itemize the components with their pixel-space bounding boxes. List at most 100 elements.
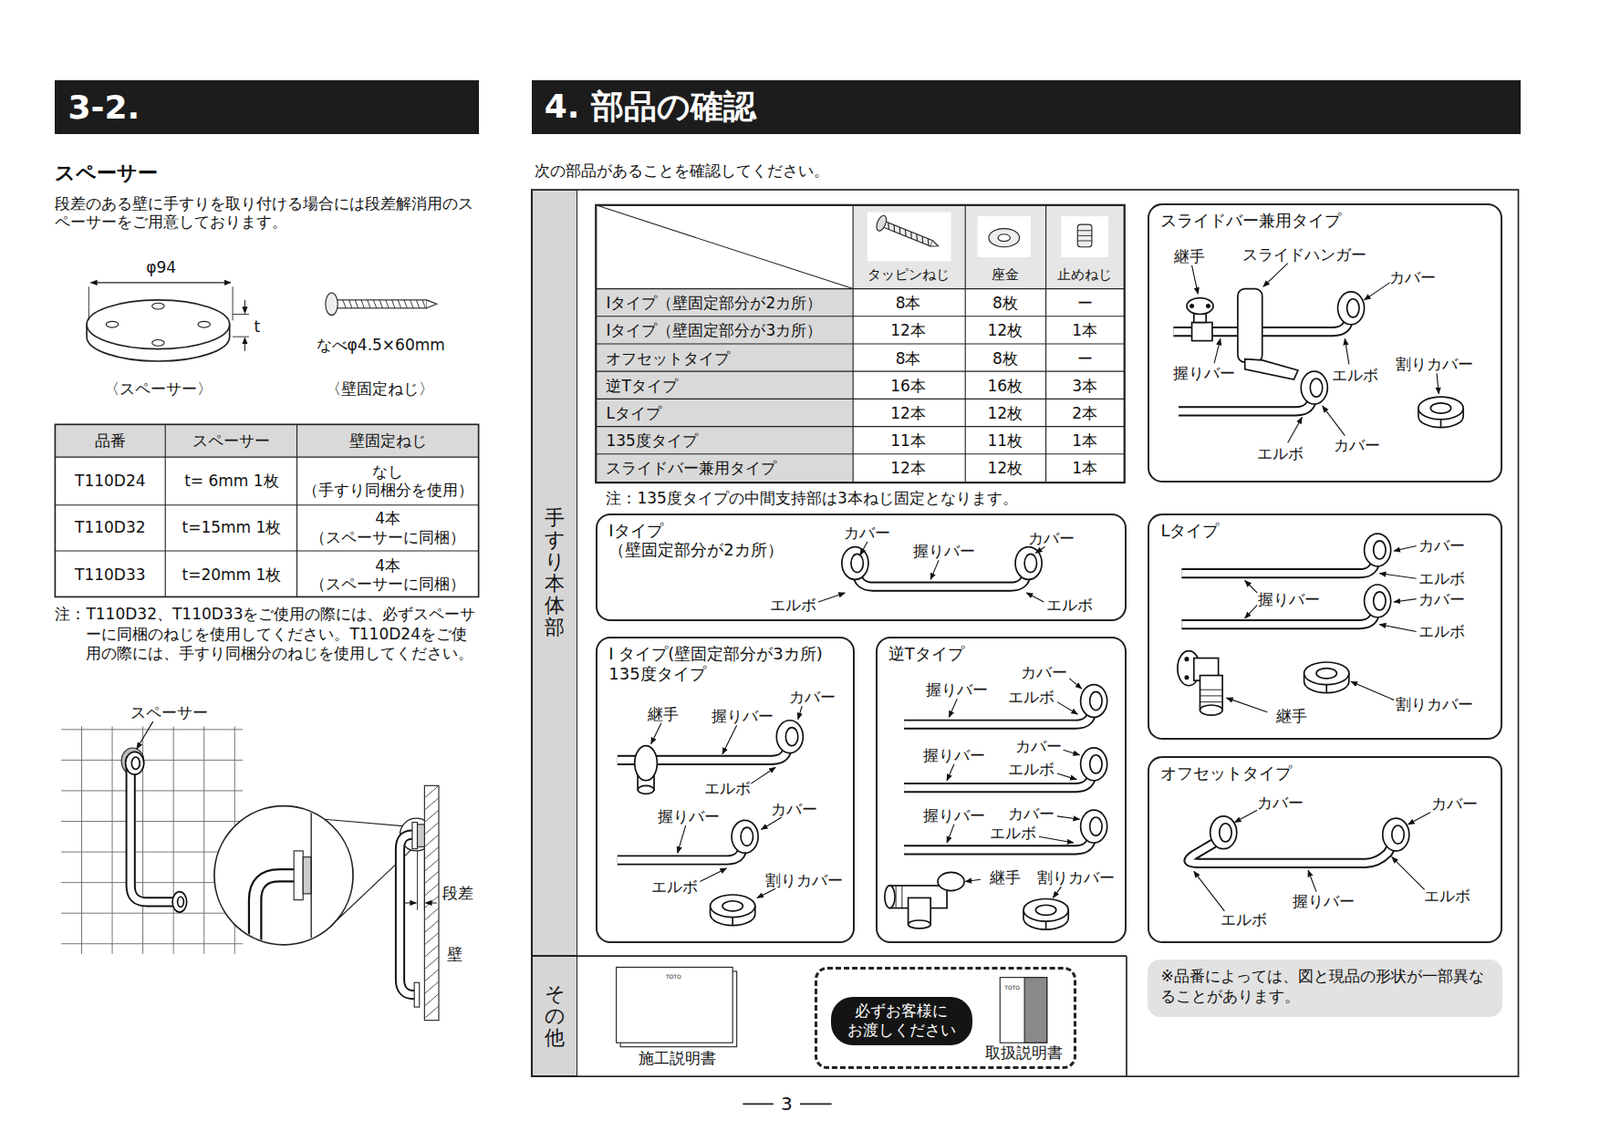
leader-line — [1057, 702, 1078, 715]
part-label: 1本 — [1071, 458, 1098, 478]
node-text: I タイプ(壁固定部分が3カ所) — [608, 644, 842, 665]
leader-line — [1214, 338, 1221, 364]
leader-line — [1344, 338, 1349, 364]
icon-box — [977, 216, 1031, 258]
leader-line — [798, 706, 802, 720]
part-label: Iタイプ（壁固定部分が3カ所） — [605, 321, 822, 340]
leader-line — [699, 868, 727, 883]
cover-face — [785, 727, 798, 747]
part-label: エルボ — [1331, 364, 1379, 384]
part-label: カバー — [789, 687, 836, 707]
part-label: T110D32 — [74, 518, 146, 537]
split-slit — [1440, 419, 1443, 428]
joint-end — [637, 785, 655, 794]
part-label: 注：T110D32、T110D33をご使用の際には、必ずスペーサーに同梱のねじを… — [54, 604, 482, 664]
leader-line — [1308, 870, 1317, 892]
table-header-fill — [54, 424, 478, 458]
part-label: なべφ4.5×60mm — [316, 335, 446, 354]
leader-line — [136, 263, 1439, 912]
note-box: ※品番によっては、図と現品の形状が一部異なることがあります。 — [1147, 959, 1502, 1019]
part-label: 16枚 — [987, 376, 1024, 395]
part-label: ー — [1077, 348, 1093, 367]
joint-end — [884, 885, 895, 909]
cover-face — [740, 827, 753, 846]
part-panel: 逆Tタイプ — [875, 636, 1127, 944]
tapping-screw-icon — [874, 214, 942, 254]
part-label: 3本 — [1071, 376, 1098, 395]
table-grid — [54, 424, 478, 597]
leader-line — [1392, 857, 1425, 891]
screw-head — [325, 292, 338, 316]
part-label: 8本 — [895, 293, 922, 312]
leader-line — [930, 560, 939, 580]
leader-line — [722, 725, 738, 754]
node-text: スライドバー兼用タイプ — [1160, 210, 1489, 231]
part-label: 継手 — [647, 705, 679, 724]
spacer-hole — [152, 340, 165, 347]
part-label: カバー — [843, 523, 891, 542]
leader-line — [1069, 678, 1081, 689]
screw-shaft — [881, 220, 933, 247]
cover — [1364, 584, 1392, 618]
cover-face — [1347, 299, 1360, 318]
screw-dot — [1184, 657, 1188, 661]
handrail-tube — [255, 875, 297, 955]
part-label: カバー — [1389, 268, 1436, 287]
leader-line — [760, 817, 781, 830]
dimension-line — [244, 300, 246, 314]
part-label: エルボ — [769, 595, 817, 614]
cover-face — [851, 553, 863, 572]
cover — [172, 892, 188, 913]
part-label: 4本 （スペーサーに同梱） — [298, 509, 478, 547]
leader-line — [1052, 886, 1061, 898]
part-label: 11本 — [890, 431, 926, 450]
part-label: なし （手すり同梱分を使用） — [298, 461, 478, 499]
part-label: エルボ — [1418, 622, 1465, 641]
notice-box: 取扱説明書必ずお客様に お渡しください — [814, 966, 1077, 1070]
joint-flange — [1186, 298, 1214, 315]
part-label: スペーサー — [54, 161, 158, 186]
frame-divider — [531, 955, 1127, 1077]
cover — [731, 820, 759, 853]
part-label: オフセットタイプ — [605, 348, 730, 367]
part-label: ー — [1077, 293, 1093, 312]
cover-face — [1392, 825, 1404, 844]
part-label: 握りバー — [711, 706, 774, 726]
part-label: TOTO — [665, 973, 682, 980]
cover — [1080, 685, 1108, 718]
screw-dot — [1184, 675, 1188, 679]
split-slit — [1325, 685, 1328, 694]
wall-hatch — [424, 785, 439, 1019]
art-layer — [54, 189, 1518, 1104]
node-text: 135度タイプ — [608, 664, 842, 685]
leader-line — [136, 721, 154, 749]
header-text: 4. 部品の確認 — [544, 84, 757, 130]
part-label: t=15mm 1枚 — [181, 518, 281, 537]
part-label: 止めねじ — [1057, 266, 1112, 283]
spacer-hole — [105, 321, 118, 328]
washer-hole — [997, 234, 1010, 242]
screw-dot — [1206, 304, 1210, 308]
part-label: 11枚 — [987, 431, 1024, 450]
icon-box — [1060, 216, 1108, 258]
node-text: 取扱説明書 — [985, 1042, 1063, 1064]
leader-line — [1245, 580, 1258, 593]
cover — [776, 720, 803, 754]
leader-line — [1057, 816, 1081, 820]
part-label: t — [254, 317, 261, 336]
set-screw-thread — [1077, 230, 1092, 241]
part-label: 1本 — [1071, 321, 1098, 340]
table-grid — [595, 205, 1124, 483]
part-label: エルボ — [1046, 595, 1093, 614]
leader-line — [1379, 573, 1416, 580]
part-label: 継手 — [1174, 247, 1206, 266]
table-row-head-fill — [595, 289, 853, 484]
part-label: カバー — [1015, 737, 1062, 756]
part-label: 12本 — [890, 404, 926, 423]
parts-frame — [531, 189, 1519, 1077]
part-label: エルボ — [1257, 443, 1304, 462]
cover — [125, 291, 1410, 913]
part-label: 12枚 — [987, 404, 1024, 423]
leader-line — [818, 592, 845, 603]
screw-dot — [1190, 304, 1194, 308]
